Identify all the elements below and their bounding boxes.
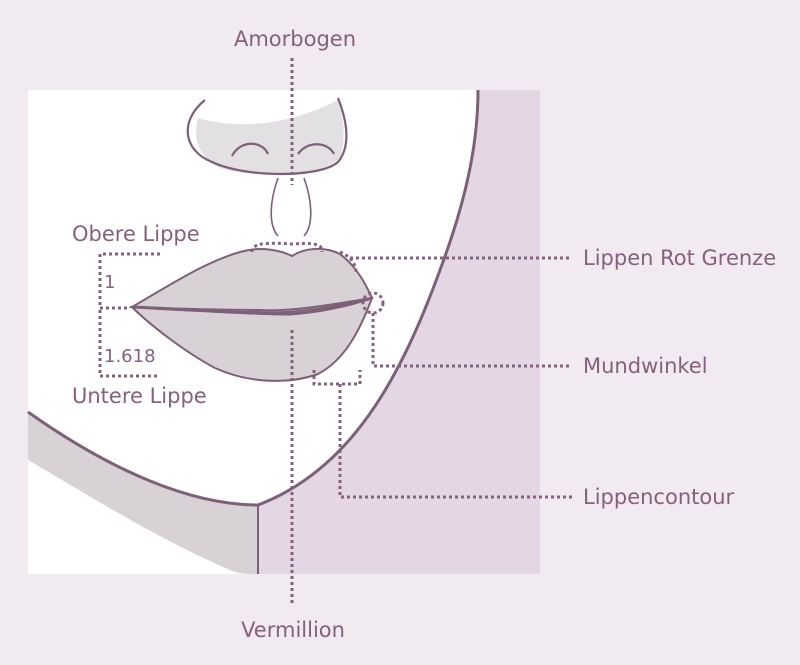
label-obere-lippe: Obere Lippe [72, 222, 200, 246]
label-ratio-upper: 1 [104, 272, 115, 293]
untere-lippe-bracket [98, 310, 160, 378]
label-untere-lippe: Untere Lippe [72, 384, 207, 408]
nose-outline [186, 97, 348, 176]
lippen-rot-grenze-arc [339, 250, 358, 273]
chin-band [28, 412, 258, 574]
obere-lippe-bracket [98, 252, 160, 310]
label-amorbogen: Amorbogen [234, 27, 356, 51]
label-ratio-lower: 1.618 [104, 346, 156, 367]
nostril-right [297, 143, 335, 155]
upper-lip [128, 248, 374, 312]
lippencontour-bracket [312, 370, 362, 386]
label-mundwinkel: Mundwinkel [583, 354, 708, 378]
amorbogen-bracket [250, 241, 324, 253]
label-lippen-rot-grenze: Lippen Rot Grenze [583, 246, 776, 270]
jaw-contour [27, 89, 480, 507]
lip-line [131, 296, 373, 316]
mundwinkel-circle [361, 291, 385, 315]
guide-lines [98, 58, 572, 606]
philtrum [270, 177, 312, 237]
label-lippencontour: Lippencontour [583, 485, 735, 509]
cheek-shade [258, 90, 540, 574]
label-vermillion: Vermillion [241, 618, 345, 642]
lippencontour-line [338, 384, 572, 499]
nostril-left [231, 142, 270, 157]
